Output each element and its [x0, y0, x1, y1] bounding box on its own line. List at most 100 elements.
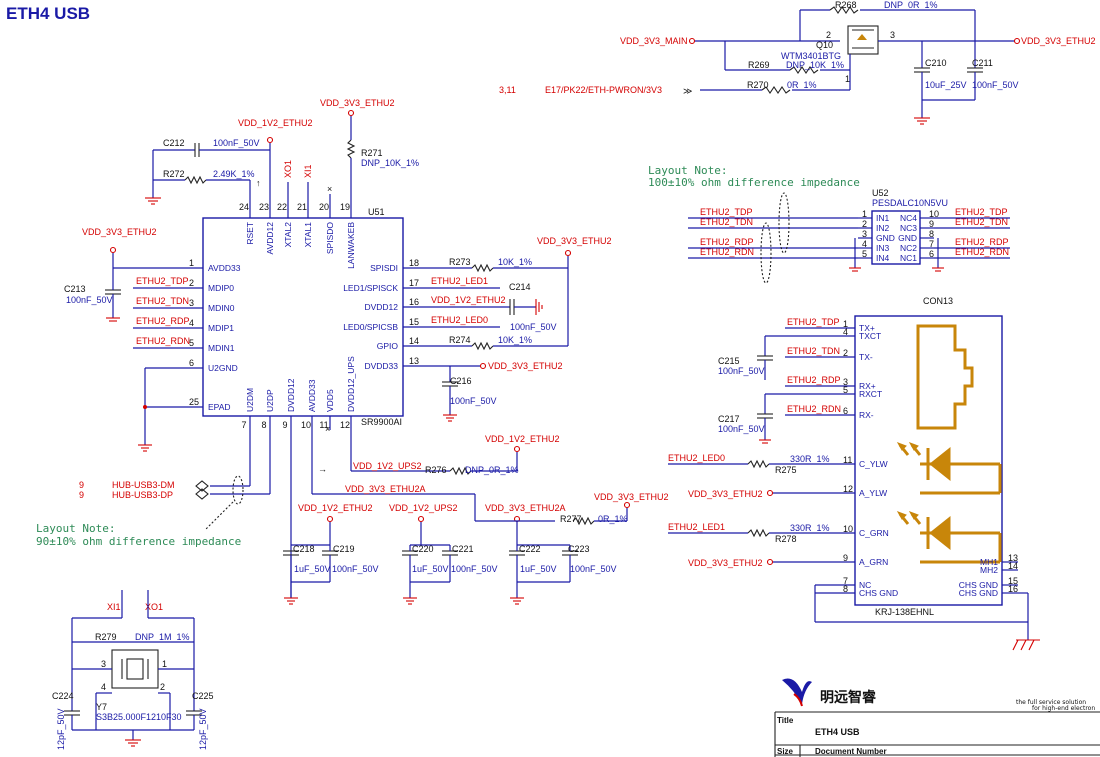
net-led1-u51: ETHU2_LED1 [431, 276, 488, 286]
c220-ref: C220 [412, 544, 434, 554]
u51-pin-num: 16 [409, 297, 419, 307]
u52-pin-num: 7 [929, 239, 934, 249]
document-number-label: Document Number [815, 747, 887, 756]
net-vdd-1v2-ethu2-cgrp: VDD_1V2_ETHU2 [298, 503, 373, 513]
u51-chip: U51 SR9900AI [202, 207, 404, 427]
u51-pin-name: LANWAKEB [346, 222, 356, 269]
con13-pin-num: 11 [843, 455, 852, 465]
u52-pin-num: 10 [929, 209, 939, 219]
c217-val: 100nF_50V [718, 424, 765, 434]
u52-pin-num: 1 [862, 209, 867, 219]
con13-pin-num: 8 [843, 584, 848, 594]
net-tdn-u52: ETHU2_TDN [700, 217, 753, 227]
u51-bottom-nets: 9 9 HUB-USB3-DM HUB-USB3-DP × → VDD_1V2_… [79, 424, 560, 598]
u51-pin-num: 4 [189, 318, 194, 328]
c216-ref: C216 [450, 376, 472, 386]
u51-pin-name: U2GND [208, 363, 238, 373]
u51-right-pins: 18SPISDI17LED1/SPISCK16DVDD1215LED0/SPIC… [343, 258, 421, 371]
c214-val: 100nF_50V [510, 322, 557, 332]
r279-ref: R279 [95, 632, 117, 642]
con13-pin-num: 7 [843, 576, 848, 586]
net-vdd-1v2-ethu2-top: VDD_1V2_ETHU2 [238, 118, 313, 128]
u51-pin-num: 7 [241, 420, 246, 430]
r273-ref: R273 [449, 257, 471, 267]
cap-group-3v3-ethu2a: VDD_3V3_ETHU2A C222 1uF_50V C223 100nF_5… [475, 492, 669, 605]
title-block: 明远智睿 the full service solution for high-… [774, 678, 1100, 757]
u51-pin-num: 15 [409, 317, 419, 327]
r270-val: 0R_1% [787, 80, 817, 90]
c223-ref: C223 [568, 544, 590, 554]
c215-ref: C215 [718, 356, 740, 366]
u52-pin-num: 4 [862, 239, 867, 249]
net-tdp-con: ETHU2_TDP [787, 317, 840, 327]
net-vdd-1v2-ups2-u51: VDD_1V2_UPS2 [353, 461, 422, 471]
c219-val: 100nF_50V [332, 564, 379, 574]
c220-val: 1uF_50V [412, 564, 449, 574]
r278-ref: R278 [775, 534, 797, 544]
u51-part: SR9900AI [361, 417, 402, 427]
u51-pin-name: DVDD12 [364, 302, 398, 312]
u51-pin-num: 24 [239, 202, 249, 212]
u51-pin-name: RSET [245, 222, 255, 245]
u52-nets: ETHU2_TDP ETHU2_TDN ETHU2_RDP ETHU2_RDN … [688, 192, 1010, 284]
rj45-jack-icon [916, 324, 974, 430]
net-tdp-u52-r: ETHU2_TDP [955, 207, 1008, 217]
company-logo [782, 678, 812, 707]
net-vdd-3v3-ethu2-dvdd33: VDD_3V3_ETHU2 [488, 361, 563, 371]
c213-val: 100nF_50V [66, 295, 113, 305]
q10-diode-icon [857, 34, 867, 40]
u51-pin-name: DVDD12 [286, 378, 296, 412]
con13-part: KRJ-138EHNL [875, 607, 934, 617]
q10-pin1: 1 [845, 74, 850, 84]
u51-pin-name: MDIP0 [208, 283, 234, 293]
con13-pin-name: NC [859, 580, 871, 590]
con13-pin-name: CHS GND [959, 588, 998, 598]
net-tdp-left: ETHU2_TDP [136, 276, 189, 286]
net-vdd-3v3-ethu2a-cgrp: VDD_3V3_ETHU2A [485, 503, 566, 513]
u51-body [202, 217, 404, 417]
r268-val: DNP_0R_1% [884, 0, 938, 10]
con13-pin-num: 15 [1008, 576, 1018, 586]
con13-ref: CON13 [923, 296, 953, 306]
r269-ref: R269 [748, 60, 770, 70]
layout-note-1-title: Layout Note: [648, 164, 727, 177]
net-tdn-con: ETHU2_TDN [787, 346, 840, 356]
net-xo1-y7: XO1 [145, 602, 163, 612]
net-vdd-3v3-ethu2-right: VDD_3V3_ETHU2 [537, 236, 612, 246]
c216-val: 100nF_50V [450, 396, 497, 406]
r274-val: 10K_1% [498, 335, 532, 345]
net-vdd-3v3-ethu2-ylw: VDD_3V3_ETHU2 [688, 489, 763, 499]
r275-val: 330R_1% [790, 454, 830, 464]
net-led0-con: ETHU2_LED0 [668, 453, 725, 463]
u51-pin-num: 3 [189, 298, 194, 308]
con13-pin-name: TX+ [859, 323, 875, 333]
u51-pin-num: 18 [409, 258, 419, 268]
r278-val: 330R_1% [790, 523, 830, 533]
u51-pin-name: U2DP [265, 389, 275, 412]
u51-top-nets: C212 100nF_50V R272 2.49K_1% ↑ VDD_1V2_E… [145, 98, 419, 205]
u51-pin-num: 2 [189, 278, 194, 288]
u51-left-nets: VDD_3V3_ETHU2 C213 100nF_50V ETHU2_TDP E… [64, 227, 190, 452]
r272-val: 2.49K_1% [213, 169, 255, 179]
net-vdd-3v3-main: VDD_3V3_MAIN [620, 36, 688, 46]
u51-pin-num: 17 [409, 278, 419, 288]
u51-pin-num: 9 [282, 420, 287, 430]
layout-note-2-text: 90±10% ohm difference impedance [36, 535, 241, 548]
u52-pin-name: IN2 [876, 223, 890, 233]
c217-ref: C217 [718, 414, 740, 424]
c225-ref: C225 [192, 691, 214, 701]
con13-pin-num: 5 [843, 385, 848, 395]
title-value: ETH4 USB [815, 727, 860, 737]
r272-ref: R272 [163, 169, 185, 179]
c223-val: 100nF_50V [570, 564, 617, 574]
con13-pin-name: MH2 [980, 565, 998, 575]
u51-pin-num: 11 [319, 420, 328, 430]
con13-pin-name: TXCT [859, 331, 881, 341]
u51-pin-name: LED1/SPISCK [343, 283, 398, 293]
net-rdp-left: ETHU2_RDP [136, 316, 190, 326]
u52-ref: U52 [872, 188, 889, 198]
u51-pin-num: 5 [189, 338, 194, 348]
con13-pin-num: 9 [843, 553, 848, 563]
net-vdd-3v3-ethu2a-u51: VDD_3V3_ETHU2A [345, 484, 426, 494]
power-switch-section: VDD_3V3_MAIN R269 DNP_10K_1% R268 DNP_0R… [499, 0, 1096, 125]
